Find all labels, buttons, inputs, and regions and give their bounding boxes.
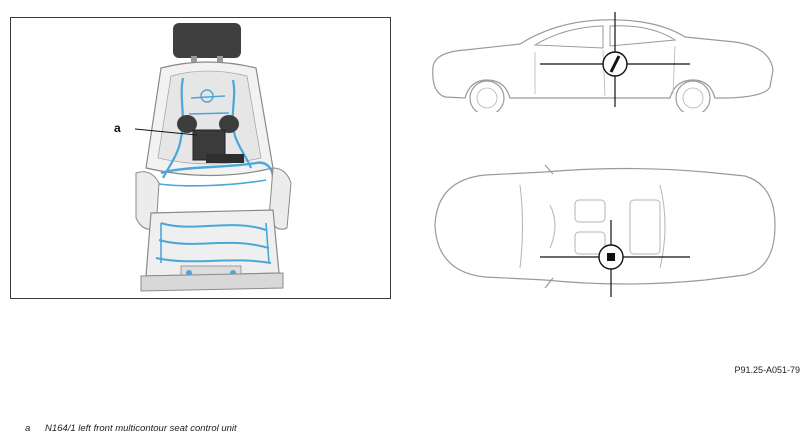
legend-item: a N164/1 left front multicontour seat con… (25, 423, 237, 434)
lumbar-pad-left (177, 115, 197, 133)
seat-illustration-panel: a (10, 17, 391, 299)
legend-text: N164/1 left front multicontour seat cont… (45, 423, 237, 434)
figure-code: P91.25-A051-79 (734, 365, 800, 375)
legend-key: a (25, 423, 31, 434)
seat-drawing: a (114, 23, 292, 292)
callout-line-a (134, 128, 198, 136)
headrest (173, 23, 241, 58)
callout-label-a: a (114, 121, 121, 135)
lumbar-pad-right (219, 115, 239, 133)
vehicle-side-view (432, 12, 774, 112)
vehicle-top-view (434, 164, 776, 297)
